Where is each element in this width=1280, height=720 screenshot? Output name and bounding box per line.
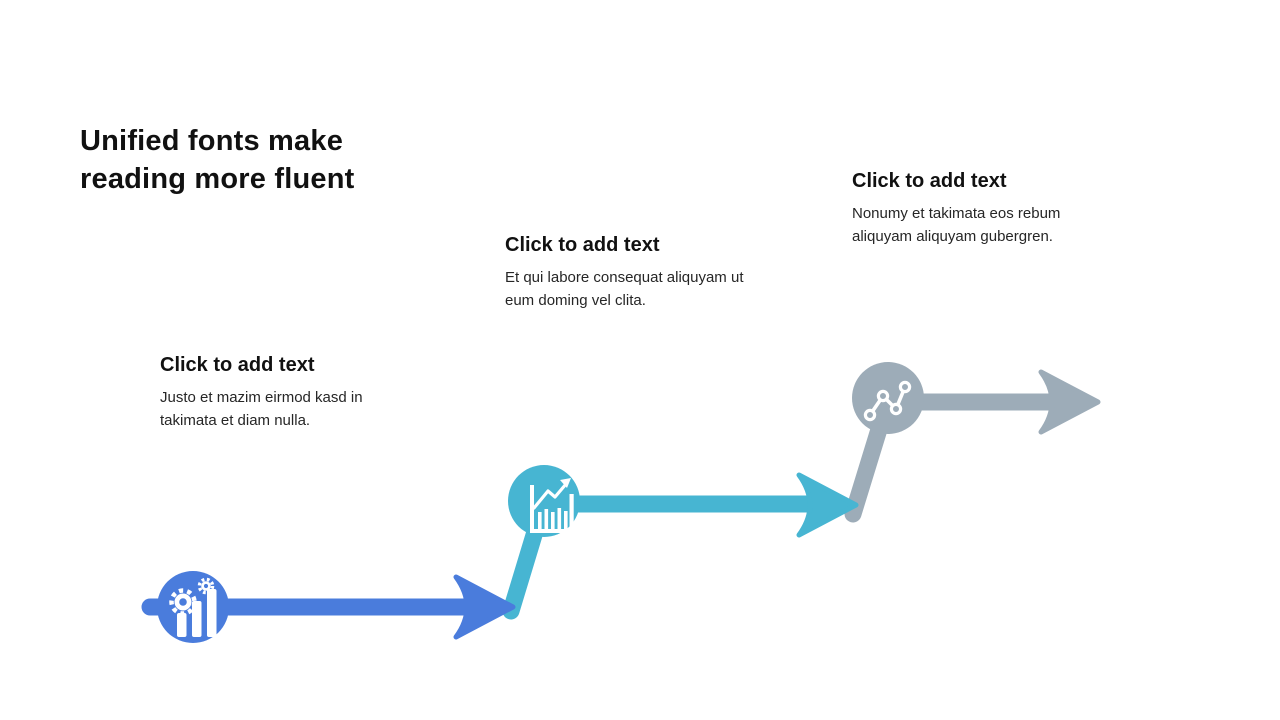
node-4 (898, 380, 912, 394)
nodes-connector-line (868, 385, 907, 417)
mini-bar-4 (557, 508, 562, 529)
bar-small (177, 613, 187, 637)
step2-circle[interactable] (508, 465, 580, 537)
step3-body[interactable]: Nonumy et takimata eos rebum aliquyam al… (852, 205, 1061, 245)
step1-text-block[interactable]: Click to add text Justo et mazim eirmod … (160, 352, 392, 432)
step2-text-block[interactable]: Click to add text Et qui labore consequa… (505, 232, 767, 312)
growth-trend-arrowhead (560, 478, 571, 488)
mini-bar-2 (544, 509, 549, 529)
node-1 (863, 408, 877, 422)
slide-title[interactable]: Unified fonts make reading more fluent (80, 125, 355, 195)
step2-arrowhead[interactable] (796, 472, 859, 538)
step1-circle-badge[interactable] (157, 571, 229, 643)
large-gear-teeth (169, 588, 197, 616)
step2-circle-badge[interactable] (508, 465, 580, 537)
step1-body[interactable]: Justo et mazim eirmod kasd in takimata e… (160, 389, 363, 429)
step3-circle-badge[interactable] (852, 362, 924, 434)
step3-arrowhead[interactable] (1038, 369, 1101, 435)
mini-bar-3 (551, 512, 555, 529)
chart-axes (530, 485, 572, 533)
mini-bar-1 (538, 512, 542, 529)
bar-tall (207, 589, 217, 637)
connected-nodes-icon (863, 380, 912, 422)
step2-heading[interactable]: Click to add text (505, 234, 660, 256)
large-gear-hole (179, 598, 187, 606)
step1-heading[interactable]: Click to add text (160, 354, 315, 376)
step3-heading[interactable]: Click to add text (852, 170, 1007, 192)
small-gear-hole (203, 583, 209, 589)
node-3 (889, 402, 903, 416)
mini-bar-6 (569, 494, 574, 529)
step3-text-block[interactable]: Click to add text Nonumy et takimata eos… (852, 168, 1087, 248)
node-2 (876, 389, 890, 403)
gears-bar-chart-icon (169, 577, 217, 637)
line-chart-growth-icon (530, 478, 574, 533)
small-gear-teeth (197, 577, 215, 595)
step1-arrowhead[interactable] (453, 574, 516, 640)
bar-medium (192, 601, 202, 637)
step2-body[interactable]: Et qui labore consequat aliquyam ut eum … (505, 269, 744, 309)
growth-trend-line (532, 482, 568, 510)
mini-bar-5 (564, 511, 568, 529)
